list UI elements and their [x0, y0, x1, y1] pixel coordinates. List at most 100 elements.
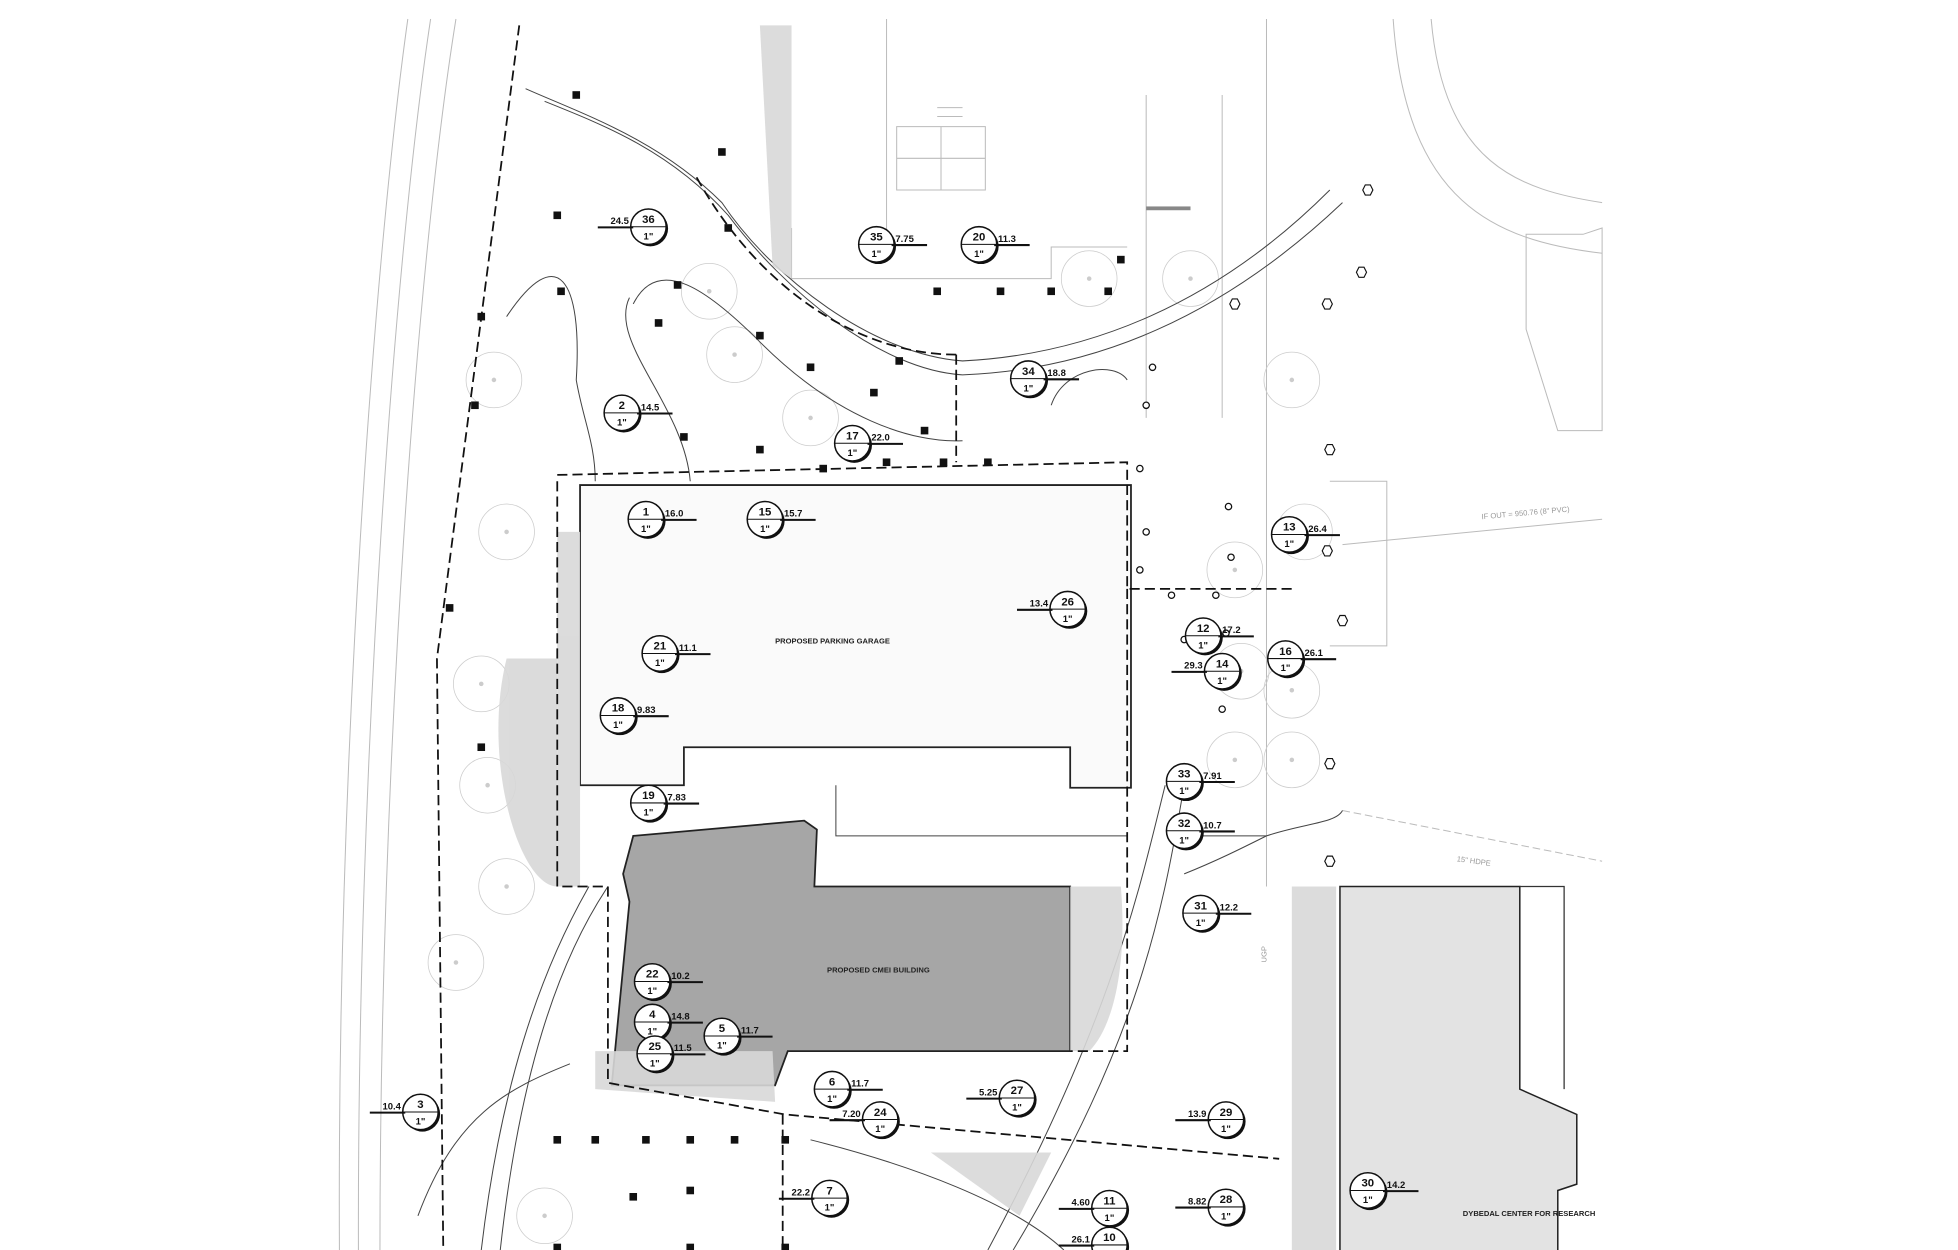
spray-head-icon: [1117, 255, 1125, 264]
valve-callout: 31"10.4: [369, 1093, 441, 1132]
valve-callout: 211"11.1: [641, 635, 711, 674]
callout-flow-value: 4.60: [1071, 1198, 1089, 1209]
callout-flow-value: 10.4: [382, 1101, 401, 1112]
callout-flow-value: 26.1: [1071, 1234, 1090, 1245]
callout-pipe-size: 1": [825, 1203, 835, 1214]
valve-callout: 171"22.0: [833, 424, 904, 463]
valve-callout: 251"11.5: [636, 1035, 706, 1074]
valve-callout: 111"4.60: [1058, 1189, 1130, 1228]
valve-callout: 301"14.2: [1349, 1171, 1419, 1211]
callout-number: 18: [612, 703, 625, 715]
valve-callout: 61"11.7: [813, 1070, 883, 1109]
spray-head-icon: [686, 1186, 695, 1195]
callout-number: 2: [619, 400, 625, 412]
callout-flow-value: 11.7: [741, 1025, 759, 1036]
callout-pipe-size: 1": [1179, 786, 1189, 797]
irrigation-heads: [445, 91, 1374, 1250]
tree-icon: [478, 503, 535, 561]
spray-head-icon: [654, 319, 663, 327]
spray-head-icon: [553, 1136, 562, 1144]
callout-number: 10: [1103, 1232, 1116, 1244]
rotor-head-icon: [1136, 464, 1144, 473]
rotor-head-icon: [1142, 528, 1150, 536]
valve-callout: 21"14.5: [603, 394, 673, 433]
callout-pipe-size: 1": [647, 1027, 657, 1038]
valve-callout: 361"24.5: [597, 208, 669, 247]
spray-head-icon: [553, 211, 562, 220]
callout-number: 28: [1220, 1194, 1233, 1206]
valve-callout: 221"10.2: [633, 963, 703, 1002]
spray-head-icon: [686, 1136, 695, 1144]
callout-pipe-size: 1": [655, 658, 665, 669]
callout-flow-value: 7.75: [895, 234, 914, 245]
spray-head-icon: [629, 1193, 638, 1201]
spray-head-icon: [477, 312, 486, 321]
callout-number: 7: [826, 1185, 832, 1197]
valve-callout: 101"26.1: [1058, 1226, 1130, 1250]
callout-number: 4: [649, 1009, 656, 1021]
pipe-hdpe-label: 15" HDPE: [1456, 854, 1491, 868]
callout-flow-value: 22.2: [792, 1188, 810, 1199]
valve-callout: 261"13.4: [1016, 590, 1088, 629]
callout-number: 12: [1197, 623, 1210, 635]
valve-callout: 201"11.3: [960, 225, 1030, 265]
spray-head-icon: [642, 1136, 650, 1144]
callout-flow-value: 12.2: [1220, 903, 1238, 914]
callout-flow-value: 11.5: [674, 1043, 693, 1054]
callout-pipe-size: 1": [827, 1094, 837, 1105]
spray-head-icon: [591, 1136, 600, 1144]
callout-flow-value: 10.7: [1203, 820, 1221, 831]
tree-icon: [427, 934, 485, 991]
spray-head-icon: [445, 604, 454, 612]
callout-flow-value: 16.0: [665, 509, 683, 520]
spray-head-icon: [819, 464, 828, 473]
callout-number: 25: [648, 1041, 661, 1053]
valve-callout: 131"26.4: [1270, 515, 1340, 555]
callout-pipe-size: 1": [1024, 383, 1034, 394]
spray-head-icon: [724, 224, 733, 232]
tree-icon: [516, 1187, 573, 1245]
cmei-building-label: PROPOSED CMEI BUILDING: [827, 966, 930, 975]
valve-callout: 33 1" 7.91: [1165, 762, 1235, 802]
callout-pipe-size: 1": [717, 1041, 727, 1052]
spray-head-icon: [756, 331, 764, 340]
valve-callout: 321"10.7: [1165, 812, 1235, 851]
callout-number: 36: [642, 214, 655, 226]
spray-head-icon: [730, 1136, 739, 1144]
callout-number: 31: [1194, 900, 1207, 912]
spray-head-icon: [477, 743, 486, 752]
callout-flow-value: 7.91: [1203, 771, 1222, 782]
callout-flow-value: 15.7: [784, 509, 802, 520]
callout-number: 35: [870, 232, 883, 244]
spray-head-icon: [895, 357, 904, 365]
callout-number: 19: [642, 790, 655, 802]
spray-head-icon: [781, 1136, 790, 1144]
valve-callout: 51"11.7: [703, 1017, 773, 1056]
spray-head-icon: [1104, 287, 1112, 296]
bubbler-icon: [1362, 184, 1374, 196]
callout-pipe-size: 1": [1363, 1195, 1373, 1206]
callout-number: 6: [829, 1076, 835, 1088]
callout-number: 11: [1103, 1195, 1116, 1207]
bubbler-icon: [1324, 855, 1336, 867]
callout-number: 30: [1361, 1178, 1374, 1190]
valve-callout: 35 1" 7.75: [857, 225, 928, 265]
callout-number: 29: [1220, 1107, 1233, 1119]
spray-head-icon: [553, 1243, 562, 1250]
callout-number: 24: [874, 1107, 887, 1119]
callout-pipe-size: 1": [613, 720, 623, 731]
tree-icon: [680, 263, 738, 320]
rotor-head-icon: [1224, 502, 1233, 511]
tree-icon: [1263, 351, 1321, 409]
callout-pipe-size: 1": [872, 249, 882, 260]
callout-flow-value: 26.4: [1308, 524, 1327, 535]
bubbler-icon: [1336, 614, 1349, 627]
callout-flow-value: 22.0: [871, 433, 889, 444]
tree-icon: [706, 326, 763, 383]
valve-callout: 161"26.1: [1267, 640, 1337, 679]
callout-number: 33: [1178, 769, 1191, 781]
valve-callout: 181"9.83: [599, 697, 669, 736]
callout-number: 27: [1011, 1085, 1024, 1097]
spray-head-icon: [870, 388, 878, 397]
callout-pipe-size: 1": [647, 986, 657, 997]
